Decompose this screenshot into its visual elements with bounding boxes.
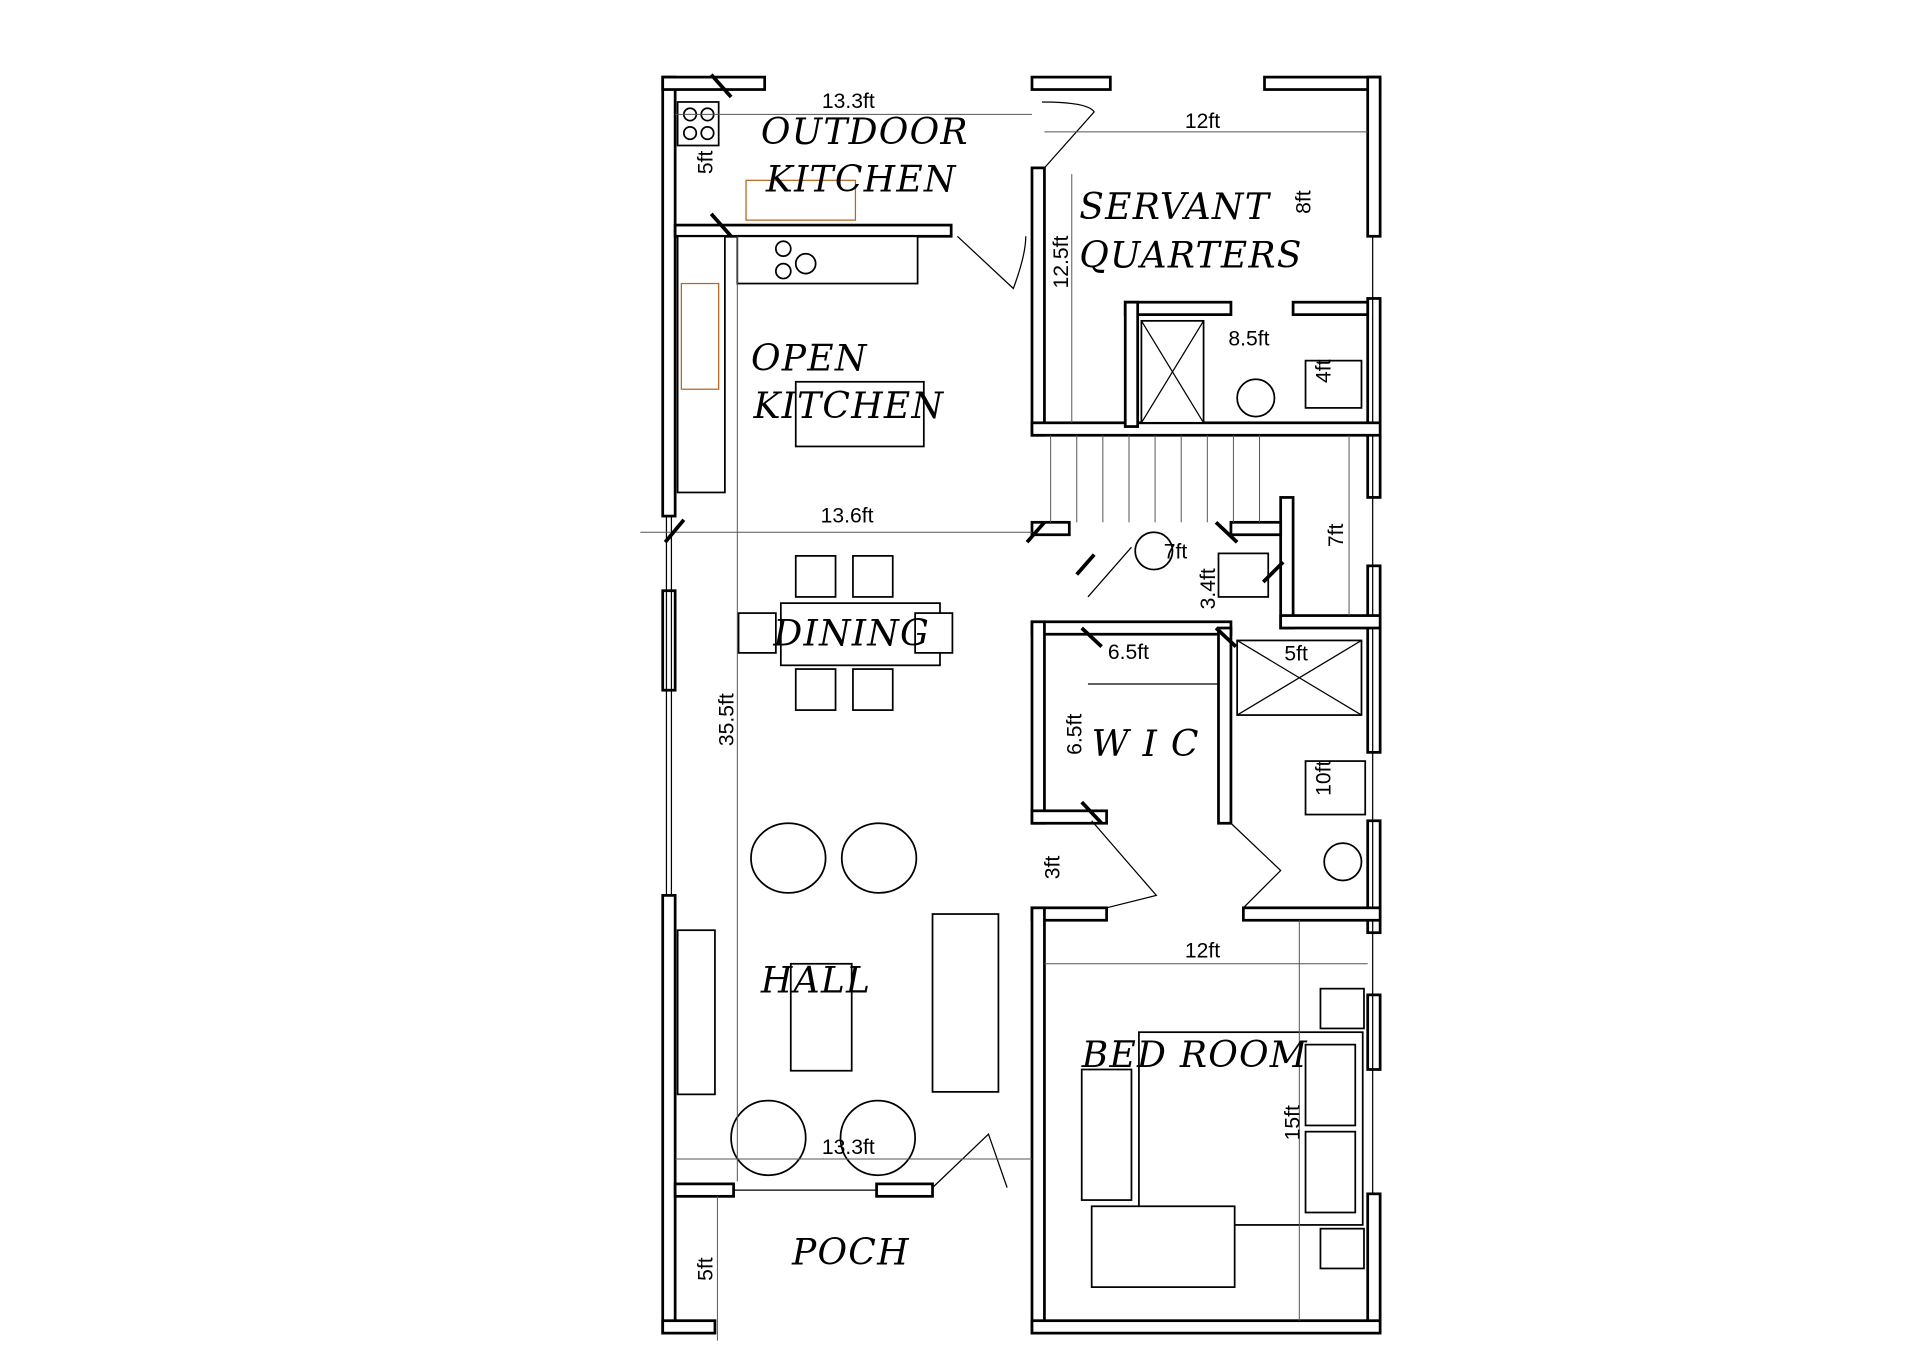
dim-label: 8.5ft xyxy=(1228,328,1269,351)
armchair xyxy=(730,1099,807,1177)
room-label-servant-quarters: SERVANT xyxy=(1079,186,1271,228)
room-label-poch: POCH xyxy=(791,1232,910,1274)
dim-label: 7ft xyxy=(1164,540,1188,563)
tv-unit xyxy=(676,929,716,1096)
kitchen-island xyxy=(794,380,925,448)
coffee-table xyxy=(789,962,853,1072)
room-label-bed-room: BED ROOM xyxy=(1081,1034,1308,1076)
dim-label: 15ft xyxy=(1281,1105,1304,1140)
room-label-wic: W I C xyxy=(1092,723,1200,765)
dim-label: 13.3ft xyxy=(822,90,875,113)
dim-label: 5ft xyxy=(694,150,717,174)
armchair xyxy=(750,822,827,894)
room-label-hall: HALL xyxy=(760,959,871,1001)
dim-label: 10ft xyxy=(1312,761,1335,796)
armchair xyxy=(839,1099,916,1177)
toilet-icon xyxy=(1217,552,1270,598)
dim-label: 3ft xyxy=(1041,856,1064,880)
room-labels: OUTDOOR KITCHEN SERVANT QUARTERS OPEN KI… xyxy=(751,111,1308,1274)
dim-label: 35.5ft xyxy=(716,693,739,746)
furniture xyxy=(676,101,1367,1288)
walls xyxy=(661,75,1382,1335)
dimension-lines xyxy=(640,73,1368,1341)
stove-icon xyxy=(676,101,720,147)
dim-label: 12ft xyxy=(1185,940,1220,963)
room-label-open-kitchen: KITCHEN xyxy=(752,385,944,427)
dim-label: 13.3ft xyxy=(822,1136,875,1159)
dim-label: 6.5ft xyxy=(1064,714,1087,755)
room-label-outdoor-kitchen: OUTDOOR xyxy=(761,111,969,153)
room-label-servant-quarters: QUARTERS xyxy=(1079,234,1302,276)
dimension-labels: 13.3ft 5ft 12ft 8ft 12.5ft 8.5ft 4ft 13.… xyxy=(694,90,1347,1281)
washbasin-icon xyxy=(1236,378,1276,418)
dim-label: 4ft xyxy=(1312,359,1335,383)
dim-label: 13.6ft xyxy=(821,504,874,527)
kitchen-sink-icon xyxy=(680,282,720,390)
toilet-icon xyxy=(1304,760,1367,816)
room-label-open-kitchen: OPEN xyxy=(751,338,868,380)
staircase xyxy=(1050,435,1261,523)
dim-label: 12ft xyxy=(1185,110,1220,133)
bench xyxy=(1080,1068,1133,1201)
dim-label: 5ft xyxy=(1284,642,1308,665)
dim-label: 5ft xyxy=(694,1257,717,1281)
room-label-dining: DINING xyxy=(772,612,930,654)
dim-label: 12.5ft xyxy=(1050,236,1073,289)
toilet-icon xyxy=(1304,359,1363,409)
dim-label: 6.5ft xyxy=(1108,641,1149,664)
sink-icon xyxy=(745,179,857,221)
sofa xyxy=(931,913,1000,1093)
washbasin-icon xyxy=(1323,842,1363,882)
armchair xyxy=(840,822,918,894)
dining-table xyxy=(779,602,941,667)
room-label-outdoor-kitchen: KITCHEN xyxy=(765,159,957,201)
nightstand xyxy=(1319,1227,1365,1270)
dim-label: 3.4ft xyxy=(1197,568,1220,609)
dim-label: 7ft xyxy=(1325,524,1348,548)
nightstand xyxy=(1319,987,1365,1030)
dim-label: 8ft xyxy=(1293,190,1316,214)
washbasin-icon xyxy=(1134,531,1174,571)
rug xyxy=(1090,1205,1236,1288)
